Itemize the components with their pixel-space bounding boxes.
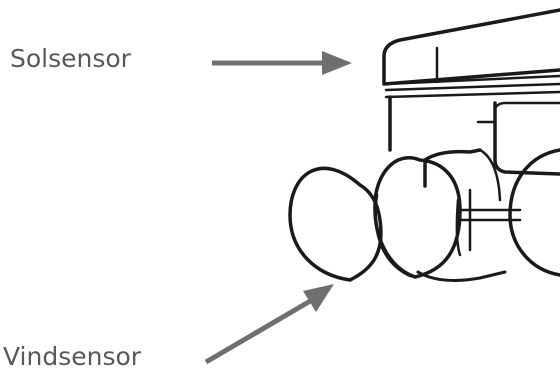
sun-sensor-label: Solsensor [10,44,131,73]
wind-sensor-label: Vindsensor [3,342,142,371]
sun-sensor-panel [382,8,560,86]
housing-body [388,95,560,176]
sun-sensor-arrow [212,51,352,75]
wind-cup-right [508,148,560,277]
wind-cup-left [288,166,383,282]
wind-sensor-arrow [204,284,334,365]
wind-cup-middle [373,156,462,279]
sensor-unit-drawing [288,8,560,282]
